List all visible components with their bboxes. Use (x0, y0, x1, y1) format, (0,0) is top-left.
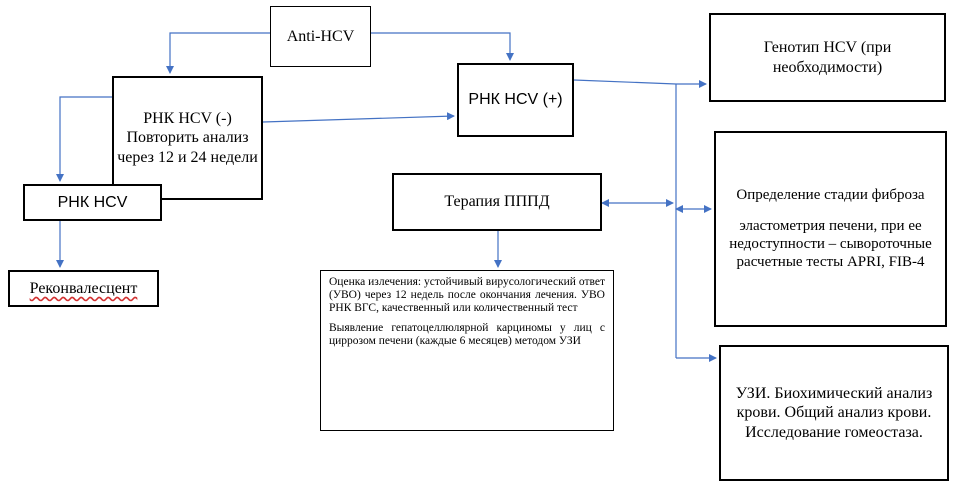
reconvalescent-box: Реконвалесцент (8, 270, 159, 307)
rnk-label: РНК HCV (57, 193, 128, 211)
uzi-box: УЗИ. Биохимический анализ крови. Общий а… (719, 345, 949, 481)
arrow-anti-to-pos (371, 32, 514, 61)
genotype-box: Генотип HCV (при необходимости) (709, 13, 946, 102)
arrow-anti-to-neg (166, 32, 270, 74)
rnk-positive-box: РНК HCV (+) (457, 63, 574, 137)
fibrosis-body: эластометрия печени, при ее недоступност… (729, 217, 932, 271)
therapy-label: Терапия ПППД (444, 193, 550, 211)
anti-hcv-label: Anti-HCV (286, 27, 355, 45)
fibrosis-box: Определение стадии фиброза эластометрия … (714, 131, 947, 327)
anti-hcv-box: Anti-HCV (270, 6, 371, 67)
genotype-label: Генотип HCV (при необходимости) (763, 38, 892, 76)
arrow-pos-to-trunk (573, 79, 677, 85)
assessment-hcc-text: Выявление гепатоцеллюлярной карциномы у … (329, 321, 605, 347)
reconvalescent-label: Реконвалесцент (29, 279, 138, 297)
rnk-positive-label: РНК HCV (+) (468, 91, 563, 109)
arrow-neg-to-rnk (56, 96, 112, 182)
fibrosis-title: Определение стадии фиброза (736, 187, 925, 204)
assessment-box: Оценка излечения: устойчивый вирусологич… (320, 270, 614, 431)
rnk-negative-label: РНК HCV (-) Повторить анализ через 12 и … (117, 109, 258, 166)
rnk-negative-box: РНК HCV (-) Повторить анализ через 12 и … (112, 76, 263, 200)
arrow-neg-to-pos (262, 112, 455, 123)
uzi-label: УЗИ. Биохимический анализ крови. Общий а… (735, 384, 933, 441)
rnk-box: РНК HCV (23, 184, 162, 221)
assessment-cure-text: Оценка излечения: устойчивый вирусологич… (329, 276, 605, 314)
therapy-box: Терапия ПППД (392, 173, 602, 231)
